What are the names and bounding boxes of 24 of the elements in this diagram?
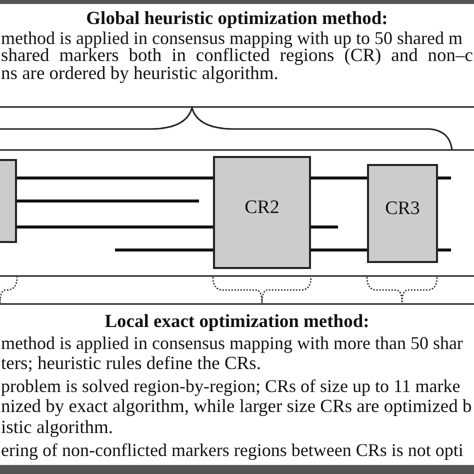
marker-line xyxy=(17,200,199,202)
marker-line xyxy=(311,176,367,180)
region-box xyxy=(367,164,438,263)
section-heading: Local exact optimization method: xyxy=(104,312,370,332)
text-line: nized by exact algorithm, while larger size CRs are optimized b xyxy=(1,397,472,417)
marker-line xyxy=(115,248,213,252)
text-line: ering of non-conflicted markers regions between CRs is not opti xyxy=(1,440,464,460)
marker-line xyxy=(438,176,451,180)
region-box xyxy=(213,156,311,269)
region-box xyxy=(0,159,17,243)
text-line: method is applied in consensus mapping with up to 50 shared m xyxy=(1,28,462,48)
section-heading: Global heuristic optimization method: xyxy=(86,9,388,29)
marker-line xyxy=(17,226,213,228)
text-line: ns are ordered by heuristic algorithm. xyxy=(1,64,278,84)
marker-line xyxy=(438,248,451,252)
text-line: ters; heuristic rules define the CRs. xyxy=(1,354,261,374)
text-line: problem is solved region-by-region; CRs of size up to 11 marke xyxy=(1,376,460,396)
region-label: CR3 xyxy=(385,198,420,220)
text-line: method is applied in consensus mapping with more than 50 shar xyxy=(1,333,463,353)
marker-line xyxy=(311,226,338,228)
marker-line xyxy=(17,176,213,180)
text-line: istic algorithm. xyxy=(1,418,114,438)
marker-line xyxy=(311,248,367,252)
region-label: CR2 xyxy=(244,196,280,218)
